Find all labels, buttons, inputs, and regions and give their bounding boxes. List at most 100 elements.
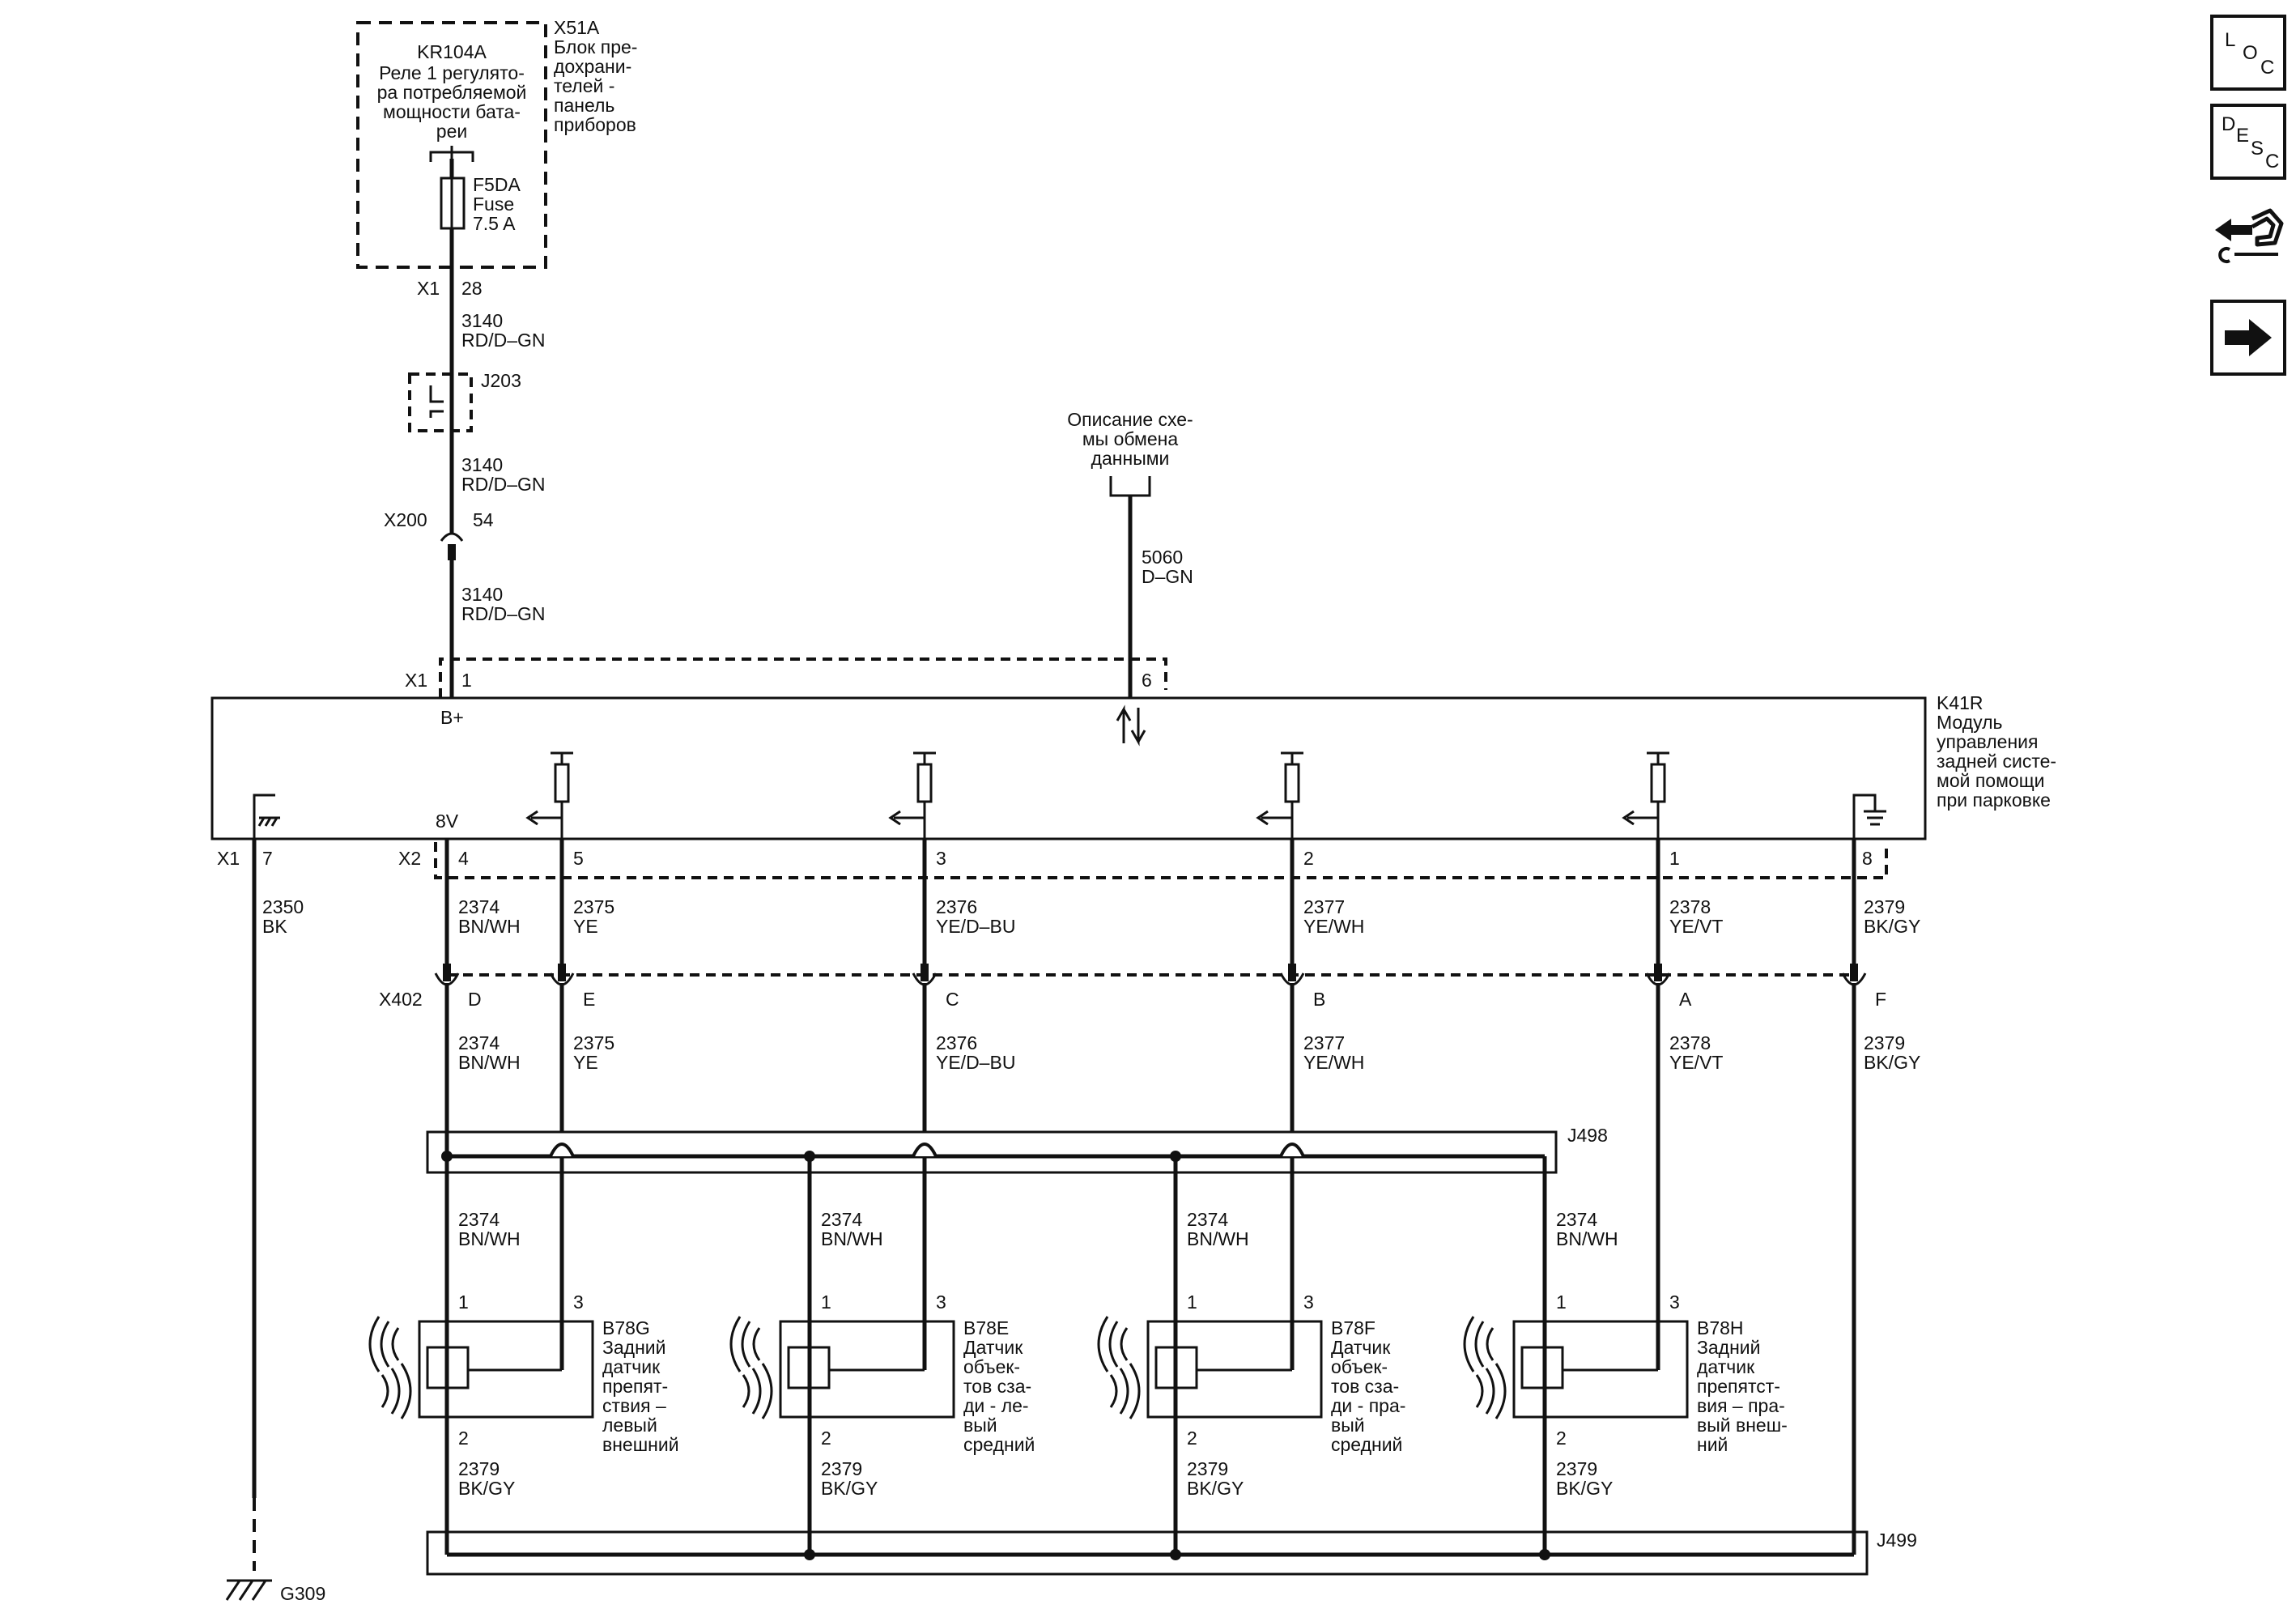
fuse-block-desc-1: Блок пре- xyxy=(554,36,637,57)
sensor-b78f-pin-2: 2 xyxy=(1187,1428,1197,1449)
signal-ground-icon xyxy=(1852,794,1886,839)
upper-wire-2378-num: 2378 xyxy=(1669,896,1711,917)
feed-wire-b78g-num: 2374 xyxy=(458,1209,500,1230)
lower-wire-2376-color: YE/D–BU xyxy=(936,1052,1015,1073)
relay-desc-3: мощности бата- xyxy=(383,101,521,122)
module-pin-5: 5 xyxy=(573,848,584,869)
fuse-block-conn-label: X1 xyxy=(417,278,440,299)
upper-wire-2377-color: YE/WH xyxy=(1303,916,1364,937)
sensor-b78f-pin-3: 3 xyxy=(1303,1291,1314,1313)
wiring-diagram: X51A Блок пре- дохрани- телей - панель п… xyxy=(210,17,2056,1604)
module-pin-4: 4 xyxy=(458,848,469,869)
feed-wire-b78g-color: BN/WH xyxy=(458,1228,521,1249)
comm-desc-2: мы обмена xyxy=(1082,428,1178,449)
desc-letter-e: E xyxy=(2236,125,2250,147)
feed-wire2-number: 3140 xyxy=(461,454,503,475)
module-pin-3: 3 xyxy=(936,848,946,869)
x402-pin-f: F xyxy=(1875,989,1886,1010)
next-button[interactable] xyxy=(2210,300,2286,376)
feed-wire-b78e-num: 2374 xyxy=(821,1209,862,1230)
sensor-b78e-desc-3: тов сза- xyxy=(963,1376,1031,1397)
lower-wire-2379-color: BK/GY xyxy=(1864,1052,1920,1073)
comm-wire-color: D–GN xyxy=(1142,566,1193,587)
desc-letter-d: D xyxy=(2222,113,2236,135)
upper-wire-2376-color: YE/D–BU xyxy=(936,916,1015,937)
module-desc-2: управления xyxy=(1937,731,2038,752)
loc-letter-l: L xyxy=(2225,29,2236,51)
lower-wire-2375-color: YE xyxy=(573,1052,598,1073)
module-bplus-label: B+ xyxy=(440,707,464,728)
sensor-b78h-desc-3: препятст- xyxy=(1697,1376,1780,1397)
x402-pin-a: A xyxy=(1679,989,1692,1010)
module-desc-4: мой помощи xyxy=(1937,770,2044,791)
relay-ref: KR104A xyxy=(417,41,487,62)
comm-wire-number: 5060 xyxy=(1142,547,1183,568)
relay-desc-2: ра потребляемой xyxy=(377,82,527,103)
sensor-b78g-receive-icon xyxy=(381,1363,412,1419)
sensor-b78f-desc-5: вый xyxy=(1331,1415,1365,1436)
sensor-b78e-pin-2: 2 xyxy=(821,1428,831,1449)
sensor-b78g-pin-1: 1 xyxy=(458,1291,469,1313)
sensor-b78e-desc-5: вый xyxy=(963,1415,997,1436)
module-pin-gnd: 7 xyxy=(262,848,273,869)
ground-wire-color: BK xyxy=(262,916,287,937)
sensor-b78g-ref: B78G xyxy=(602,1317,650,1338)
data-communication-circuit: Описание схе- мы обмена данными 5060 D–G… xyxy=(1067,409,1193,698)
fuse-label-3: 7.5 A xyxy=(473,213,516,234)
module-x1-top-connector xyxy=(439,657,1167,698)
sensor-b78f-pin-1: 1 xyxy=(1187,1291,1197,1313)
gnd-wire-b78h-num: 2379 xyxy=(1556,1458,1597,1479)
ground-g309-icon xyxy=(225,1579,272,1601)
upper-wire-2374-num: 2374 xyxy=(458,896,500,917)
module-8v-label: 8V xyxy=(436,811,459,832)
feed-wire2-color: RD/D–GN xyxy=(461,474,546,495)
module-pin-1: 1 xyxy=(1669,848,1680,869)
module-ref: K41R xyxy=(1937,692,1983,713)
sensor-b78g-desc-4: ствия – xyxy=(602,1395,666,1416)
sensor-b78f: 1 3 2 B78F Датчик объек- тов сза- ди - п… xyxy=(1097,1291,1405,1455)
comm-desc-1: Описание схе- xyxy=(1067,409,1193,430)
desc-button[interactable]: D E S C xyxy=(2210,104,2286,180)
sensor-b78g-emit-icon xyxy=(368,1316,400,1372)
harness-lower: 2374 BN/WH 2375 YE 2376 YE/D–BU 2377 YE/… xyxy=(444,983,1920,1538)
module-x1-bottom-label: X1 xyxy=(217,848,240,869)
sensor-b78f-ref: B78F xyxy=(1331,1317,1375,1338)
gnd-wire-b78e-num: 2379 xyxy=(821,1458,862,1479)
sensor-b78e-desc-4: ди - ле- xyxy=(963,1395,1029,1416)
sensor-b78g-desc-2: датчик xyxy=(602,1356,661,1377)
inline-connector-x200-label: X200 xyxy=(384,509,427,530)
loc-button[interactable]: L O C xyxy=(2210,15,2286,91)
module-desc-1: Модуль xyxy=(1937,712,2003,733)
module-k41r: X1 1 6 B+ K41R Модуль управления задней … xyxy=(210,657,2056,879)
inline-connector-x200-symbol xyxy=(440,532,464,542)
sensor-b78h: 1 3 2 B78H Задний датчик препятст- вия –… xyxy=(1463,1291,1788,1455)
hand-wrench-icon xyxy=(2215,208,2284,263)
splice-j499-label: J499 xyxy=(1877,1530,1917,1551)
module-pin-comm: 6 xyxy=(1142,670,1152,691)
x402-pin-b: B xyxy=(1313,989,1325,1010)
sensor-b78h-pin-3: 3 xyxy=(1669,1291,1680,1313)
sensor-reference-circuit-4 xyxy=(1622,751,1669,839)
gnd-wire-b78g-color: BK/GY xyxy=(458,1478,515,1499)
module-pin-8: 8 xyxy=(1862,848,1873,869)
splice-j203-label: J203 xyxy=(481,370,521,391)
sensor-b78e-desc-6: средний xyxy=(963,1434,1035,1455)
module-x2-label: X2 xyxy=(398,848,421,869)
sensor-b78e-desc-2: объек- xyxy=(963,1356,1020,1377)
sensor-b78h-desc-6: ний xyxy=(1697,1434,1728,1455)
data-bidirectional-arrow-icon xyxy=(1116,704,1132,743)
upper-wire-2378-color: YE/VT xyxy=(1669,916,1723,937)
module-x1-top-label: X1 xyxy=(405,670,427,691)
sensor-b78h-receive-icon xyxy=(1475,1363,1507,1419)
sensor-b78g-pin-2: 2 xyxy=(458,1428,469,1449)
lower-wire-2378-num: 2378 xyxy=(1669,1032,1711,1053)
module-x2-connector xyxy=(434,842,1888,879)
comm-desc-3: данными xyxy=(1091,448,1170,469)
ground-ref-label: G309 xyxy=(280,1583,325,1604)
sensor-b78e-body xyxy=(779,1320,955,1419)
sensor-b78f-desc-1: Датчик xyxy=(1331,1337,1391,1358)
repair-icon-button[interactable] xyxy=(2210,194,2286,270)
gnd-wire-b78g-num: 2379 xyxy=(458,1458,500,1479)
relay-desc-4: реи xyxy=(436,121,467,142)
comm-reference-bracket xyxy=(1109,476,1151,497)
